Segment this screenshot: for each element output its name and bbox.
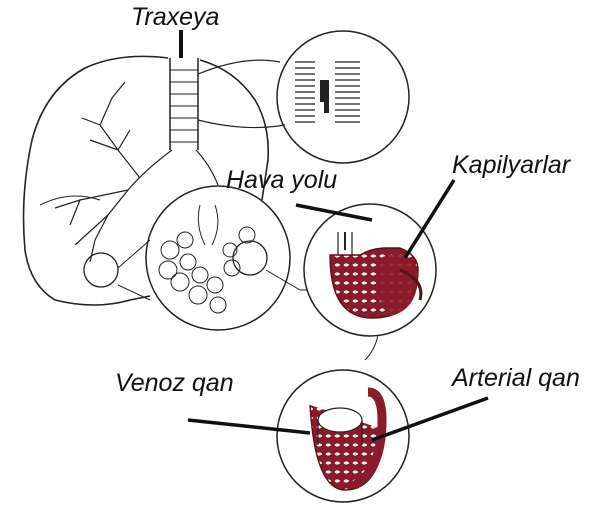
alveolus-capillary-circle: [304, 204, 436, 336]
label-trachea: Traxeya: [131, 5, 219, 30]
trachea: [170, 58, 198, 150]
label-capillaries: Kapilyarlar: [452, 153, 570, 178]
alveoli-detail-circle: [118, 186, 320, 330]
label-arterial-blood: Arterial qan: [452, 366, 580, 391]
label-venous-blood: Venoz qan: [115, 371, 234, 396]
label-airway: Hava yolu: [226, 168, 337, 193]
alveolar-cluster-marker: [84, 253, 118, 287]
capillary-network-circle: [277, 335, 409, 502]
trachea-detail-circle: [198, 31, 409, 163]
